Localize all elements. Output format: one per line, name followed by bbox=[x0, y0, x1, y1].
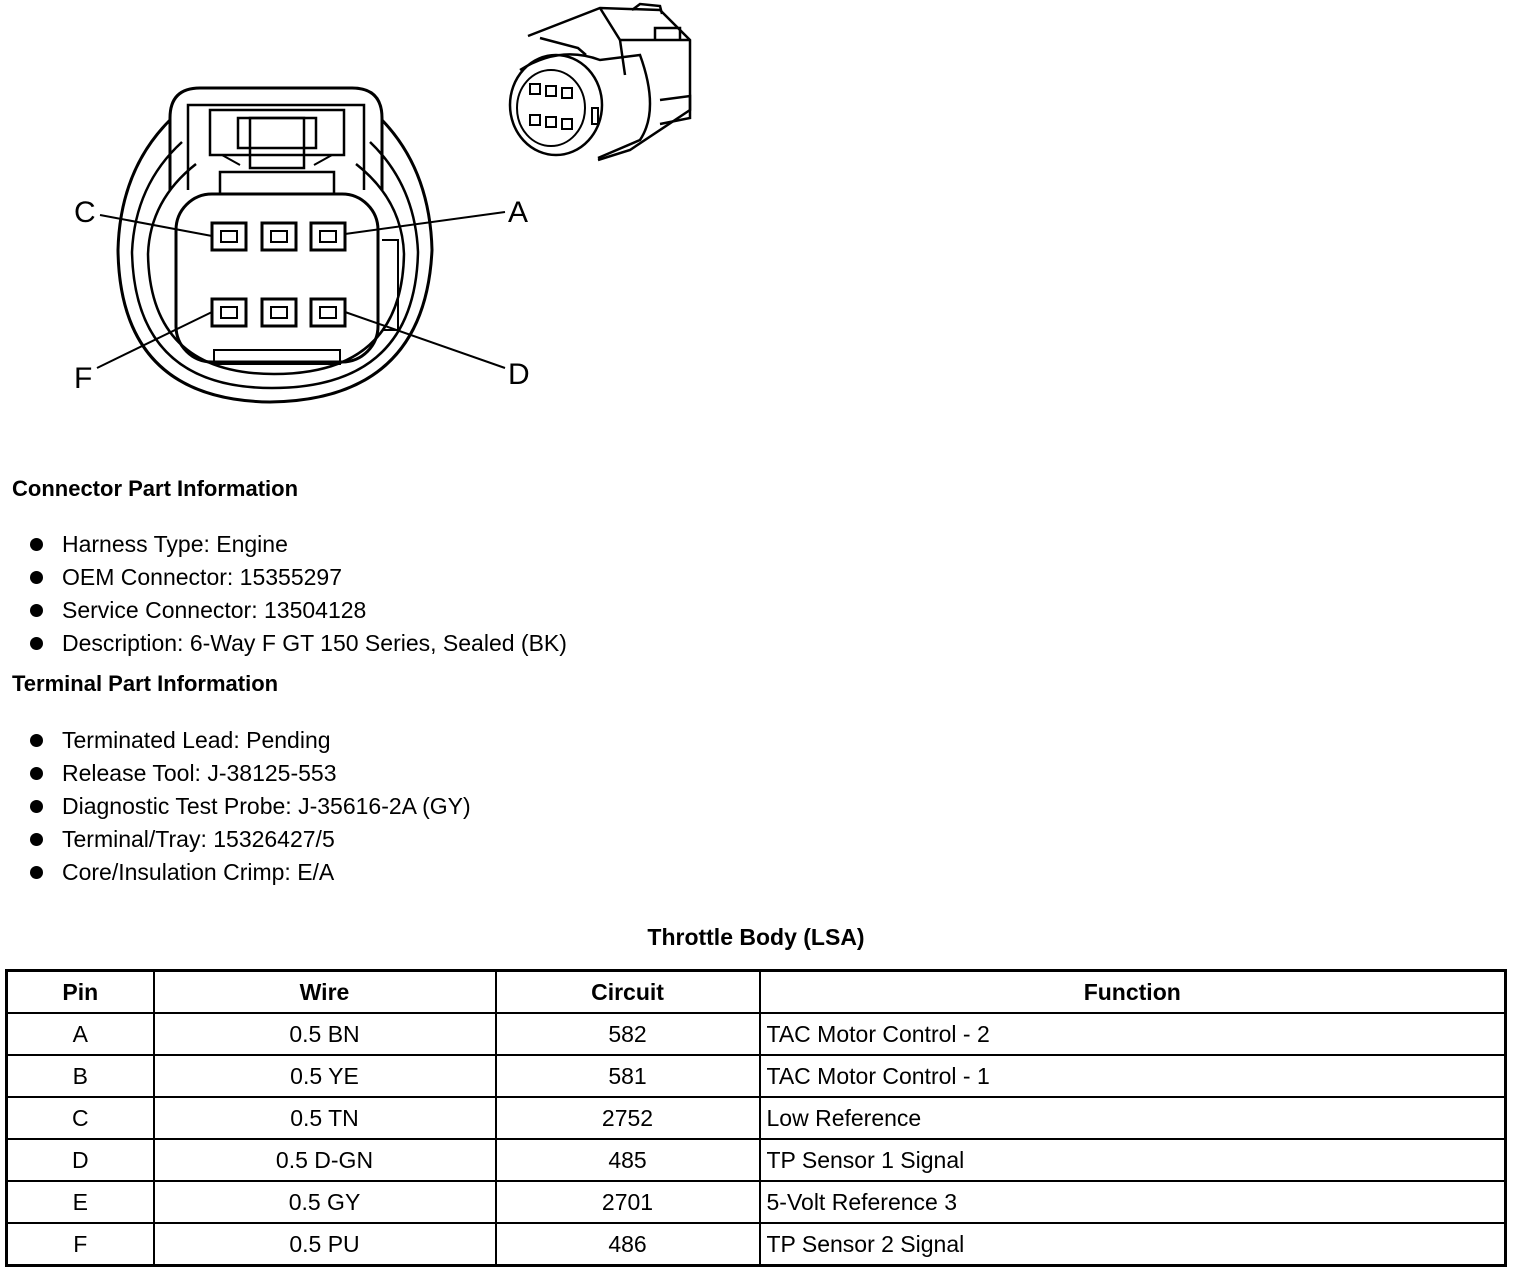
pin-label-a: A bbox=[508, 196, 528, 229]
pin-label-c: C bbox=[74, 196, 96, 229]
bullet-icon bbox=[30, 734, 43, 747]
list-item: Core/Insulation Crimp: E/A bbox=[30, 856, 471, 889]
table-row: B 0.5 YE 581 TAC Motor Control - 1 bbox=[5, 1054, 1507, 1098]
list-item: Terminated Lead: Pending bbox=[30, 724, 471, 757]
pin-cell: A bbox=[5, 1012, 155, 1056]
pinout-table: Pin Wire Circuit Function A 0.5 BN 582 T… bbox=[5, 969, 1507, 1267]
table-row: D 0.5 D-GN 485 TP Sensor 1 Signal bbox=[5, 1138, 1507, 1182]
table-row: F 0.5 PU 486 TP Sensor 2 Signal bbox=[5, 1222, 1507, 1267]
pin-label-d: D bbox=[508, 358, 530, 391]
terminal-part-info-list: Terminated Lead: Pending Release Tool: J… bbox=[30, 724, 471, 889]
list-item-text: Service Connector: 13504128 bbox=[62, 597, 367, 623]
list-item-text: Description: 6-Way F GT 150 Series, Seal… bbox=[62, 630, 567, 656]
pin-cell: F bbox=[5, 1222, 155, 1267]
circuit-cell: 582 bbox=[494, 1012, 761, 1056]
list-item: Service Connector: 13504128 bbox=[30, 594, 567, 627]
list-item-text: Harness Type: Engine bbox=[62, 531, 288, 557]
leader-lines bbox=[96, 211, 506, 369]
bullet-icon bbox=[30, 866, 43, 879]
pin-cell: E bbox=[5, 1180, 155, 1224]
wire-cell: 0.5 TN bbox=[152, 1096, 497, 1140]
bullet-icon bbox=[30, 538, 43, 551]
pin-cell: C bbox=[5, 1096, 155, 1140]
connector-part-info-title: Connector Part Information bbox=[12, 476, 299, 501]
bullet-icon bbox=[30, 767, 43, 780]
table-row: E 0.5 GY 2701 5-Volt Reference 3 bbox=[5, 1180, 1507, 1224]
list-item: OEM Connector: 15355297 bbox=[30, 561, 567, 594]
cavity-a bbox=[309, 221, 347, 252]
list-item: Release Tool: J-38125-553 bbox=[30, 757, 471, 790]
pin-cell: D bbox=[5, 1138, 155, 1182]
column-header-wire: Wire bbox=[152, 969, 497, 1014]
list-item: Description: 6-Way F GT 150 Series, Seal… bbox=[30, 627, 567, 660]
column-header-circuit: Circuit bbox=[494, 969, 761, 1014]
column-header-function: Function bbox=[758, 969, 1507, 1014]
list-item: Terminal/Tray: 15326427/5 bbox=[30, 823, 471, 856]
bullet-icon bbox=[30, 800, 43, 813]
cavity-b bbox=[260, 221, 298, 252]
pin-cell: B bbox=[5, 1054, 155, 1098]
function-cell: TP Sensor 1 Signal bbox=[758, 1138, 1507, 1182]
connector-diagram: C A F D bbox=[74, 2, 692, 404]
list-item: Diagnostic Test Probe: J-35616-2A (GY) bbox=[30, 790, 471, 823]
list-item-text: Terminated Lead: Pending bbox=[62, 727, 331, 753]
wire-cell: 0.5 BN bbox=[152, 1012, 497, 1056]
list-item-text: OEM Connector: 15355297 bbox=[62, 564, 343, 590]
column-header-pin: Pin bbox=[5, 969, 155, 1014]
terminal-part-info-title: Terminal Part Information bbox=[12, 671, 279, 696]
connector-part-info-list: Harness Type: Engine OEM Connector: 1535… bbox=[30, 528, 567, 660]
list-item: Harness Type: Engine bbox=[30, 528, 567, 561]
wire-cell: 0.5 YE bbox=[152, 1054, 497, 1098]
bullet-icon bbox=[30, 571, 43, 584]
function-cell: 5-Volt Reference 3 bbox=[758, 1180, 1507, 1224]
wire-cell: 0.5 PU bbox=[152, 1222, 497, 1267]
wire-cell: 0.5 GY bbox=[152, 1180, 497, 1224]
circuit-cell: 581 bbox=[494, 1054, 761, 1098]
list-item-text: Diagnostic Test Probe: J-35616-2A (GY) bbox=[62, 793, 471, 819]
table-row: C 0.5 TN 2752 Low Reference bbox=[5, 1096, 1507, 1140]
list-item-text: Release Tool: J-38125-553 bbox=[62, 760, 337, 786]
function-cell: TAC Motor Control - 2 bbox=[758, 1012, 1507, 1056]
circuit-cell: 486 bbox=[494, 1222, 761, 1267]
terminal-cavities bbox=[210, 221, 347, 328]
cavity-e bbox=[260, 297, 298, 328]
circuit-cell: 485 bbox=[494, 1138, 761, 1182]
cavity-c bbox=[210, 221, 248, 252]
bullet-icon bbox=[30, 833, 43, 846]
function-cell: Low Reference bbox=[758, 1096, 1507, 1140]
bullet-icon bbox=[30, 637, 43, 650]
wire-cell: 0.5 D-GN bbox=[152, 1138, 497, 1182]
table-header-row: Pin Wire Circuit Function bbox=[5, 969, 1507, 1014]
pin-label-f: F bbox=[74, 362, 92, 395]
table-title: Throttle Body (LSA) bbox=[647, 924, 865, 950]
list-item-text: Core/Insulation Crimp: E/A bbox=[62, 859, 335, 885]
connector-face-view bbox=[116, 86, 434, 404]
table-row: A 0.5 BN 582 TAC Motor Control - 2 bbox=[5, 1012, 1507, 1056]
function-cell: TP Sensor 2 Signal bbox=[758, 1222, 1507, 1267]
list-item-text: Terminal/Tray: 15326427/5 bbox=[62, 826, 335, 852]
bullet-icon bbox=[30, 604, 43, 617]
circuit-cell: 2701 bbox=[494, 1180, 761, 1224]
connector-3d-illustration bbox=[508, 2, 692, 162]
cavity-d bbox=[309, 297, 347, 328]
circuit-cell: 2752 bbox=[494, 1096, 761, 1140]
cavity-f bbox=[210, 297, 248, 328]
function-cell: TAC Motor Control - 1 bbox=[758, 1054, 1507, 1098]
